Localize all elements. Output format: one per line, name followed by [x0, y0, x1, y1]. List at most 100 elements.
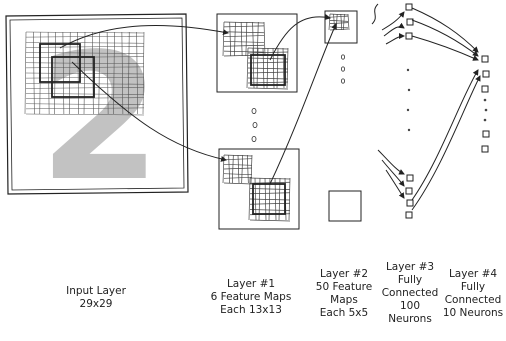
l1-top-grid-hline: [247, 61, 289, 64]
input-grid-vline: [136, 31, 138, 115]
l2-grid-hline: [329, 26, 349, 29]
l1-bottom-grid-hline: [223, 173, 253, 176]
input-grid-hline: [25, 93, 145, 95]
input-grid-vline: [68, 31, 71, 115]
input-receptive-field-1: [39, 43, 81, 83]
layer1-map-top: [216, 13, 298, 93]
layer1-map-bottom: [218, 148, 300, 230]
input-grid-vline: [142, 31, 145, 115]
layer4-neuron: [481, 145, 489, 153]
layer1-desc-2: Each 13x13: [220, 304, 282, 316]
l1-bottom-grid-vline: [268, 177, 271, 221]
input-layer-box: [5, 13, 189, 195]
input-grid-vline: [24, 31, 27, 115]
layer4-neurons: [481, 55, 490, 153]
input-grid-vline: [106, 31, 109, 115]
layer4-ellipsis-dot: [483, 118, 487, 122]
l2-grid-vline: [328, 13, 331, 31]
input-digit: 2: [39, 17, 161, 220]
l1-bottom-grid-hline: [223, 176, 253, 179]
connection-arrows: [59, 14, 337, 185]
l1-bottom-grid-vline: [288, 177, 291, 221]
l1-top-grid-hline: [223, 44, 265, 47]
input-grid-vline: [121, 31, 124, 115]
layer3-neuron: [406, 174, 414, 182]
input-grid-hline: [25, 66, 145, 69]
layer3-neuron: [405, 32, 413, 40]
input-receptive-field-2: [51, 56, 95, 98]
l1-bottom-grid-hline: [249, 209, 291, 211]
l1-bottom-grid-vline: [248, 177, 251, 221]
layer1-caption: Layer #1 6 Feature Maps Each 13x13: [196, 278, 306, 317]
layer3-neuron: [405, 3, 413, 11]
l1-top-grid-hline: [223, 41, 265, 43]
layer3-desc-3: 100: [399, 300, 421, 312]
layer3-neuron: [405, 187, 413, 195]
layer4-ellipsis-dot: [483, 98, 487, 102]
l1-bottom-grid-vline: [250, 154, 253, 184]
input-grid-hline: [25, 72, 145, 75]
layer3-ellipsis-dot: [406, 108, 410, 112]
input-sketch-grid: [24, 31, 145, 116]
input-grid-hline: [25, 113, 145, 116]
l1-top-grid-vline: [262, 47, 265, 89]
l1-bottom-grid-hline: [223, 163, 253, 166]
layer4-neuron: [481, 55, 489, 63]
input-grid-hline: [25, 87, 145, 89]
input-grid-vline: [83, 31, 86, 115]
layer4-neuron: [482, 70, 490, 78]
layer4-desc-1: Fully: [460, 281, 486, 293]
l1-bottom-grid-hline: [249, 192, 291, 195]
layer3-neuron: [406, 18, 414, 26]
l1-top-grid-hline: [247, 71, 289, 74]
l1-top-grid-hline: [247, 87, 289, 90]
layer2-map-bottom: [328, 190, 362, 222]
l1-bottom-grid-hline: [249, 198, 291, 201]
layer1-bottom-window: [252, 183, 286, 215]
layer1-name: Layer #1: [226, 278, 276, 290]
l1-bottom-grid-hline: [223, 167, 253, 170]
l1-top-grid-vline: [245, 21, 248, 57]
l1-top-grid-hline: [223, 25, 265, 28]
layer1-top-window: [250, 54, 286, 86]
l1-top-grid-vline: [266, 47, 269, 89]
layer3-neurons: [405, 3, 414, 219]
layer4-desc-3: 10 Neurons: [442, 307, 504, 319]
layer2-desc-3: Each 5x5: [319, 307, 369, 319]
layer2-ellipsis: [340, 54, 346, 84]
input-layer-size: 29x29: [79, 298, 113, 310]
input-grid-hline: [25, 107, 145, 110]
layer2-desc-1: 50 Feature: [315, 281, 373, 293]
layer2-map-top: [324, 10, 358, 44]
l1-top-grid-vline: [222, 21, 225, 57]
layer2-caption: Layer #2 50 Feature Maps Each 5x5: [308, 268, 380, 320]
l1-top-grid-vline: [263, 21, 266, 57]
layer3-desc-4: Neurons: [388, 313, 432, 325]
layer1-bottom-grid: [222, 154, 291, 222]
l1-bottom-grid-vline: [278, 177, 281, 221]
layer4-name: Layer #4: [448, 268, 498, 280]
l1-bottom-grid-vline: [274, 177, 277, 221]
layer3-desc-2: Connected: [381, 287, 439, 299]
l2-grid-hline: [329, 13, 349, 16]
layer4-neuron: [481, 85, 489, 93]
layer1-desc-1: 6 Feature Maps: [210, 291, 292, 303]
l2-grid-hline: [329, 15, 349, 18]
input-layer-caption: Input Layer 29x29: [46, 285, 146, 311]
layer3-name: Layer #3: [385, 261, 435, 273]
l1-bottom-grid-hline: [249, 219, 291, 222]
layer1-ellipsis: [251, 107, 258, 143]
l1-top-grid-vline: [240, 21, 243, 57]
input-grid-vline: [62, 31, 65, 115]
l1-top-grid-hline: [223, 50, 265, 53]
layer4-desc-2: Connected: [444, 294, 502, 306]
input-grid-vline: [77, 31, 79, 115]
input-grid-hline: [25, 62, 145, 65]
l1-top-grid-hline: [247, 81, 289, 84]
layer3-ellipsis-dot: [407, 128, 411, 132]
l1-top-grid-vline: [234, 21, 236, 57]
input-grid-hline: [25, 82, 145, 85]
input-grid-vline: [92, 31, 94, 115]
layer4-neuron: [482, 130, 490, 138]
